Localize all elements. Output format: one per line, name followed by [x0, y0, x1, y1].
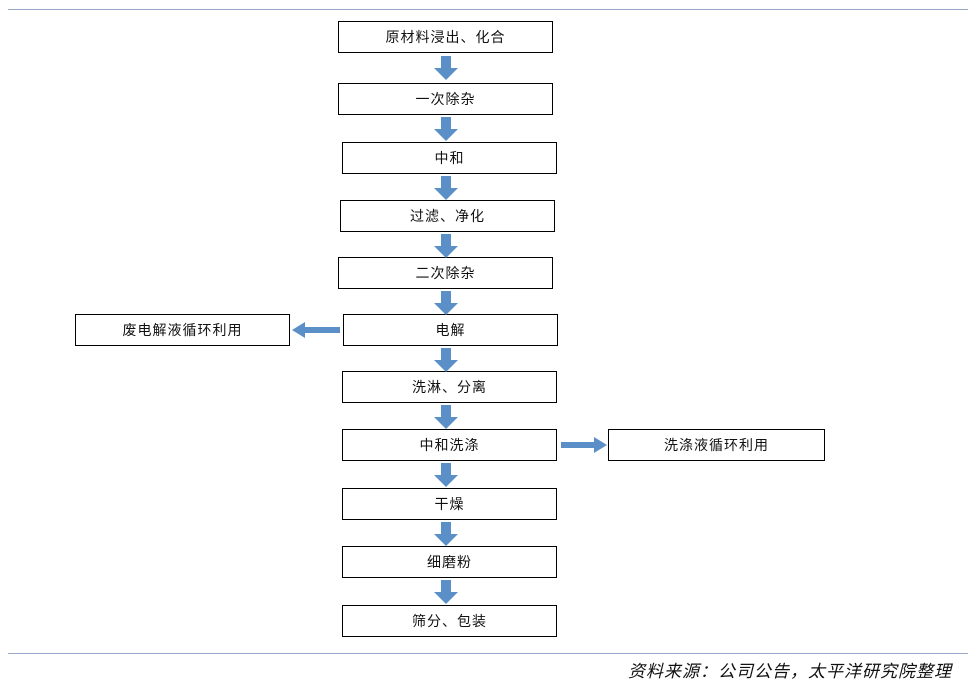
- top-rule: [8, 9, 968, 10]
- step-drying: 干燥: [342, 488, 557, 520]
- step-second-impurity-removal: 二次除杂: [338, 257, 553, 289]
- step-rinse-separation: 洗淋、分离: [342, 371, 557, 403]
- step-first-impurity-removal: 一次除杂: [338, 83, 553, 115]
- bottom-rule: [8, 653, 968, 654]
- step-filtration-purification: 过滤、净化: [340, 200, 555, 232]
- arrow-down-3: [434, 176, 458, 200]
- arrow-down-5: [434, 291, 458, 315]
- arrow-down-6: [434, 348, 458, 372]
- arrow-down-1: [434, 56, 458, 80]
- source-note: 资料来源：公司公告，太平洋研究院整理: [628, 662, 952, 682]
- step-sieving-packaging: 筛分、包装: [342, 605, 557, 637]
- side-washing-liquid-recycling: 洗涤液循环利用: [608, 429, 825, 461]
- arrow-right-to-washing-liquid: [561, 437, 607, 453]
- step-electrolysis: 电解: [343, 314, 558, 346]
- arrow-down-10: [434, 580, 458, 604]
- arrow-down-8: [434, 463, 458, 487]
- step-neutralization: 中和: [342, 142, 557, 174]
- arrow-down-4: [434, 234, 458, 258]
- step-leaching: 原材料浸出、化合: [338, 21, 553, 53]
- arrow-left-to-waste-electrolyte: [292, 322, 340, 338]
- arrow-down-9: [434, 522, 458, 546]
- arrow-down-2: [434, 117, 458, 141]
- side-waste-electrolyte-recycling: 废电解液循环利用: [75, 314, 290, 346]
- step-neutral-washing: 中和洗涤: [342, 429, 557, 461]
- arrow-down-7: [434, 405, 458, 429]
- step-fine-grinding: 细磨粉: [342, 546, 557, 578]
